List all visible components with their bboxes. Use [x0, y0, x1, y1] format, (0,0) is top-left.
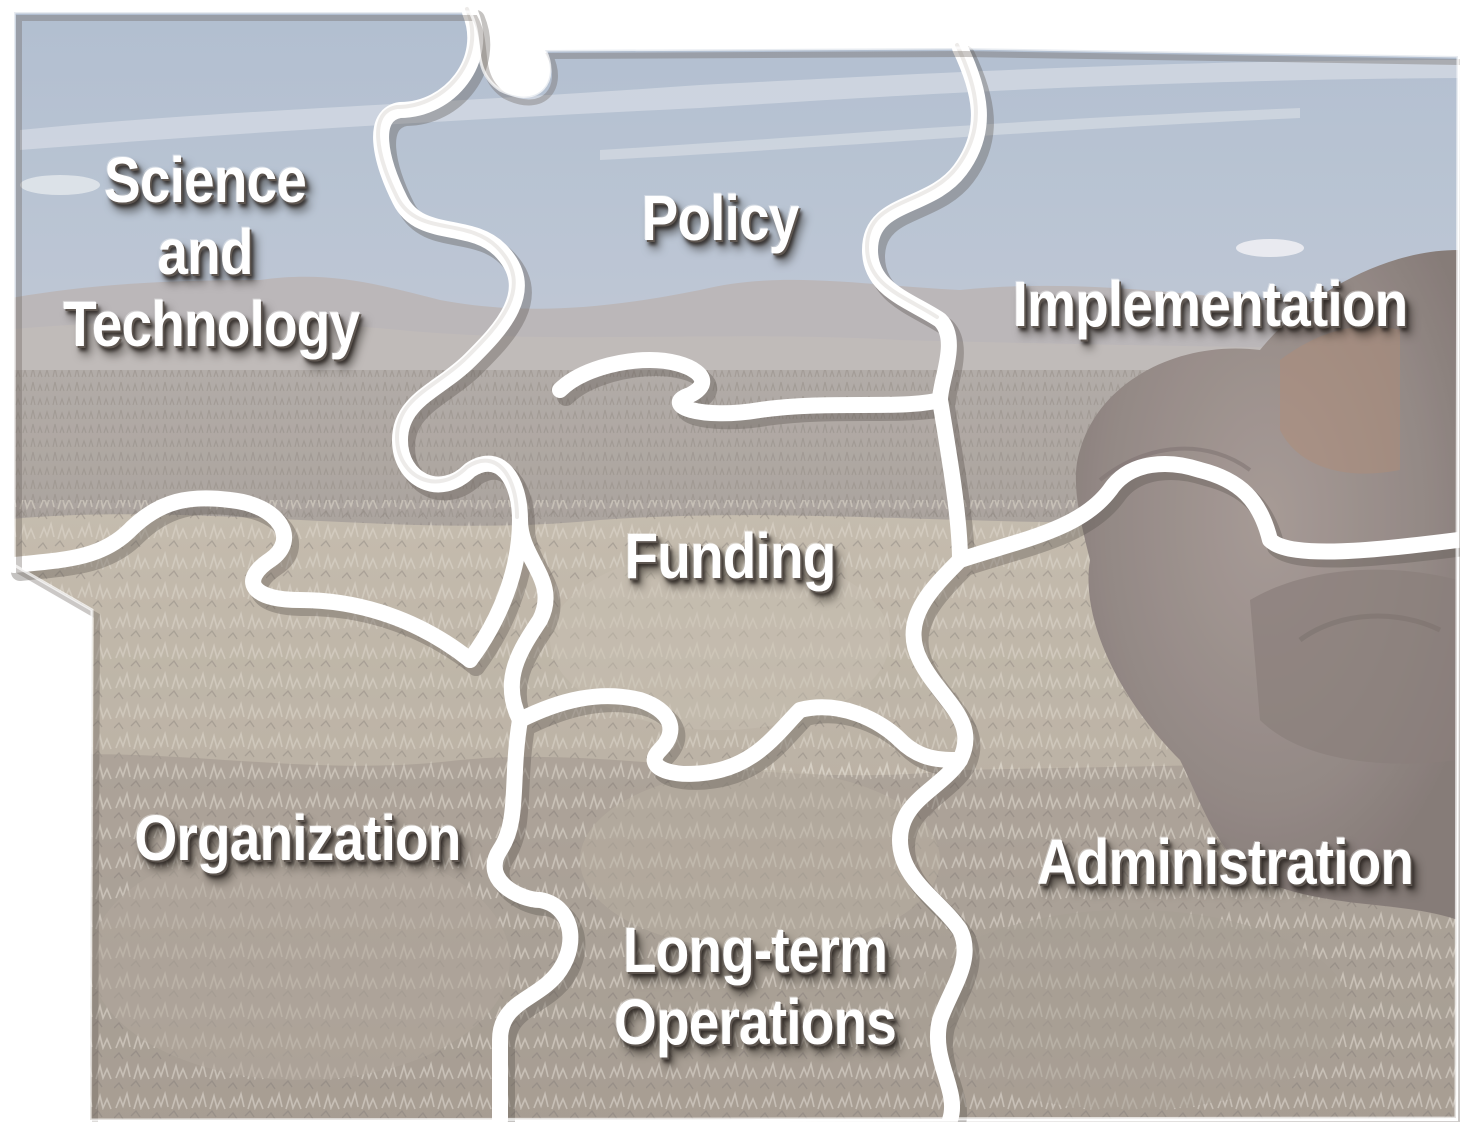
science-line-3: Technology — [63, 288, 360, 360]
piece-label-long-term-operations: Long-term Operations — [600, 914, 910, 1058]
piece-label-organization: Organization — [132, 802, 463, 874]
organization-text: Organization — [134, 802, 461, 874]
piece-label-implementation: Implementation — [1008, 268, 1412, 340]
longterm-line-2: Operations — [614, 986, 897, 1058]
piece-label-science-technology: Science and Technology — [63, 144, 360, 360]
piece-label-funding: Funding — [605, 520, 854, 592]
funding-text: Funding — [624, 520, 837, 592]
policy-text: Policy — [641, 182, 800, 254]
implementation-text: Implementation — [1012, 268, 1409, 340]
science-line-2: and — [157, 216, 253, 288]
longterm-line-1: Long-term — [622, 914, 888, 986]
piece-label-policy: Policy — [617, 182, 823, 254]
administration-text: Administration — [1036, 826, 1414, 898]
piece-label-administration: Administration — [1036, 826, 1414, 898]
science-line-1: Science — [103, 144, 307, 216]
piece-seams — [6, 4, 1460, 1122]
